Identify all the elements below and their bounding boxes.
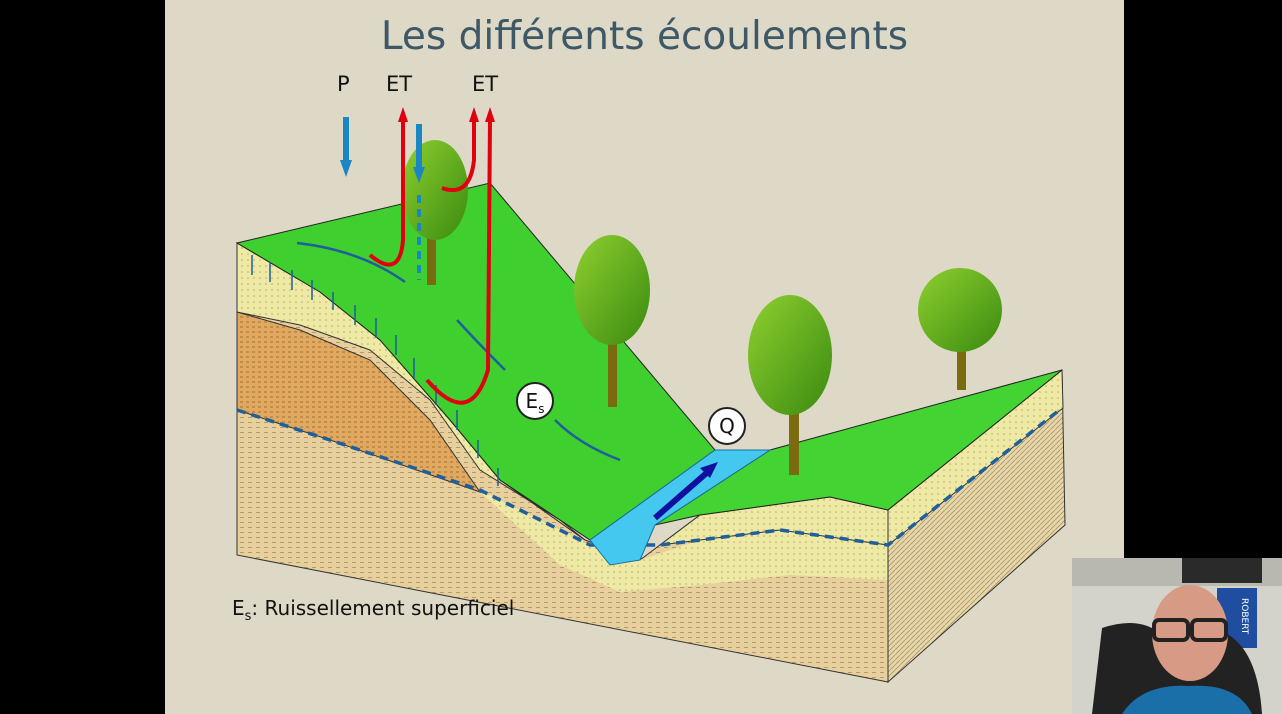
es-main: E	[525, 389, 539, 413]
caption-sub: s	[244, 609, 252, 624]
river-flow-arrow	[653, 467, 712, 521]
label-et-1: ET	[386, 72, 413, 96]
webcam-overlay: ROBERT	[1072, 558, 1282, 714]
caption-text: : Ruissellement superficiel	[251, 596, 515, 620]
book-spine-text: ROBERT	[1239, 598, 1249, 635]
infiltration-arrows	[251, 255, 499, 486]
front-face	[236, 242, 1066, 684]
tree-icon	[748, 295, 832, 475]
caption-main: E	[232, 596, 245, 620]
precipitation-arrows	[340, 117, 425, 280]
label-et-2: ET	[472, 72, 499, 96]
runoff-arrows	[296, 241, 621, 462]
presenter-video: ROBERT	[1072, 558, 1282, 714]
tree-icon	[918, 268, 1002, 390]
label-discharge: Q	[708, 407, 746, 445]
trees	[402, 140, 1002, 475]
es-sub: s	[538, 402, 545, 416]
label-precipitation: P	[337, 72, 350, 96]
evapotranspiration-arrows	[368, 117, 492, 405]
slide-title: Les différents écoulements	[380, 14, 909, 59]
et-arrow-heads	[398, 107, 495, 122]
river	[589, 449, 772, 566]
label-surface-runoff: Es	[516, 382, 554, 420]
tree-icon	[574, 235, 650, 407]
river-arrow-head	[700, 462, 718, 478]
left-slope-surface	[235, 182, 716, 541]
caption: Es: Ruissellement superficiel	[232, 596, 514, 624]
